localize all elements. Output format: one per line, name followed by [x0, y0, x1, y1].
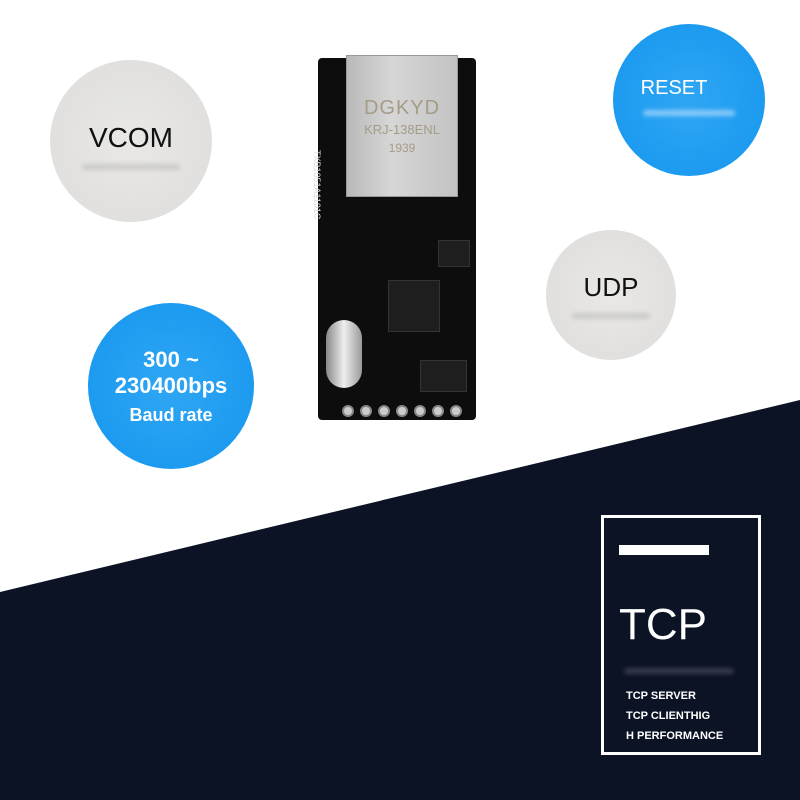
crystal-oscillator	[326, 320, 362, 388]
connector-year: 1939	[388, 141, 416, 155]
baud-rate-label: Baud rate	[129, 404, 213, 425]
tcp-feature: TCP SERVER	[626, 690, 696, 702]
small-chip	[438, 240, 470, 267]
vcom-badge: VCOM	[50, 60, 212, 222]
pin	[432, 405, 444, 417]
baud-range-line1: 300 ~	[143, 346, 199, 372]
blurred-subtext	[624, 668, 734, 674]
tcp-panel: TCP TCP SERVER TCP CLIENTHIG H PERFORMAN…	[601, 515, 761, 755]
connector-model: KRJ-138ENL	[364, 122, 440, 137]
vcom-label: VCOM	[89, 122, 173, 153]
tcp-feature-list: TCP SERVER TCP CLIENTHIG H PERFORMANCE	[626, 686, 723, 746]
reset-label: RESET	[640, 76, 708, 99]
regulator-chip	[420, 360, 467, 392]
pin-header	[342, 405, 462, 417]
connector-brand: DGKYD	[363, 97, 441, 119]
tcp-title: TCP	[619, 600, 707, 649]
tcp-feature: TCP CLIENTHIG	[626, 710, 711, 722]
main-chip	[388, 280, 440, 332]
baud-range-line2: 230400bps	[114, 372, 228, 398]
udp-badge: UDP	[546, 230, 676, 360]
blurred-subtext	[572, 312, 650, 319]
baud-rate-badge: 300 ~ 230400bps Baud rate	[88, 303, 254, 469]
pin	[450, 405, 462, 417]
decorative-bar	[619, 545, 709, 555]
reset-badge: RESET	[613, 24, 765, 176]
rj45-connector: DGKYD KRJ-138ENL 1939	[346, 55, 458, 197]
pcb-code: TXB1051A1101C	[312, 150, 322, 220]
udp-label: UDP	[583, 271, 639, 302]
pin	[378, 405, 390, 417]
pin	[414, 405, 426, 417]
pin	[342, 405, 354, 417]
pin	[396, 405, 408, 417]
blurred-subtext	[82, 164, 180, 170]
blurred-subtext	[643, 109, 735, 116]
pin	[360, 405, 372, 417]
tcp-feature: H PERFORMANCE	[626, 730, 724, 742]
